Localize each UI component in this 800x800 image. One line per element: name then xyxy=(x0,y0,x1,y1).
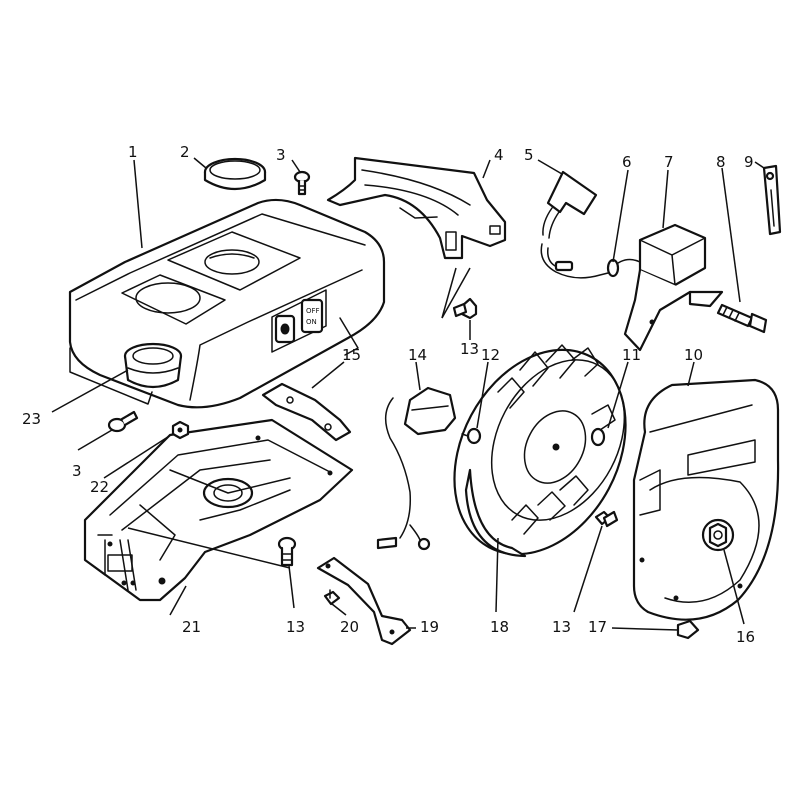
callout-18: 18 xyxy=(490,618,509,636)
bolt-13-flywheel xyxy=(594,510,619,528)
nut-22 xyxy=(171,420,190,440)
base-plate xyxy=(83,418,354,602)
callout-10: 10 xyxy=(684,346,703,364)
coil-bolt xyxy=(716,303,768,334)
callout-14: 14 xyxy=(408,346,427,364)
ignition-coil xyxy=(540,223,724,352)
callout-9: 9 xyxy=(744,153,754,171)
leader-lines xyxy=(51,157,765,631)
callout-20: 20 xyxy=(340,618,359,636)
callout-13-base: 13 xyxy=(286,618,305,636)
support-bracket xyxy=(316,556,412,646)
blower-housing xyxy=(632,378,780,621)
callout-17: 17 xyxy=(588,618,607,636)
callout-numbers: 1 2 3 4 5 6 7 8 9 10 11 12 13 14 15 23 3… xyxy=(22,143,755,646)
callout-23: 23 xyxy=(22,410,41,428)
callout-8: 8 xyxy=(716,153,726,171)
bolt-17 xyxy=(676,619,700,640)
bolt-20 xyxy=(323,589,341,606)
screw-3-top xyxy=(293,170,311,196)
callout-5: 5 xyxy=(524,146,534,164)
callout-2: 2 xyxy=(180,143,190,161)
callout-21: 21 xyxy=(182,618,201,636)
callout-12: 12 xyxy=(481,346,500,364)
fuel-cap xyxy=(203,157,267,190)
gap-gauge xyxy=(762,164,782,236)
callout-7: 7 xyxy=(664,153,674,171)
screw-12 xyxy=(461,427,482,445)
flywheel xyxy=(453,344,627,558)
callout-4: 4 xyxy=(494,146,504,164)
callout-6: 6 xyxy=(622,153,632,171)
spark-plug-cap xyxy=(542,170,598,239)
switch-label-off: OFF xyxy=(306,307,320,315)
callout-19: 19 xyxy=(420,618,439,636)
tank-bracket xyxy=(261,382,352,442)
bolt-13-base xyxy=(277,536,297,567)
callout-15: 15 xyxy=(342,346,361,364)
callout-13-upper: 13 xyxy=(460,340,479,358)
screw-3-bottom xyxy=(107,410,139,433)
callout-3-bottom: 3 xyxy=(72,462,82,480)
callout-22: 22 xyxy=(90,478,109,496)
stop-switch-wire xyxy=(376,386,457,551)
bolt-13-upper xyxy=(452,297,478,320)
callout-16: 16 xyxy=(736,628,755,646)
callout-1: 1 xyxy=(128,143,138,161)
switch-label-on: ON xyxy=(306,318,317,326)
shield-bracket xyxy=(326,156,507,260)
filler-neck xyxy=(123,342,183,389)
callout-11: 11 xyxy=(622,346,641,364)
callout-13-flywheel: 13 xyxy=(552,618,571,636)
callout-3-top: 3 xyxy=(276,146,286,164)
